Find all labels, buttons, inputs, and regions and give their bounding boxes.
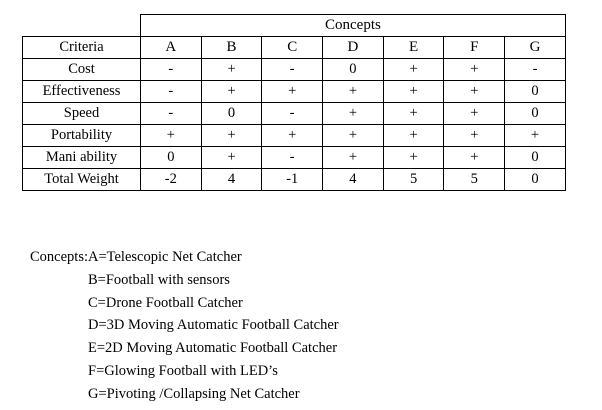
cell-speed-d: + xyxy=(322,102,384,125)
legend-item-b: B= Football with sensors xyxy=(30,269,339,292)
legend-item-d: D= 3D Moving Automatic Football Catcher xyxy=(30,314,339,337)
legend-text-b: Football with sensors xyxy=(105,271,230,288)
cell-cost-f: + xyxy=(443,58,506,81)
criterion-label-total-weight: Total Weight xyxy=(22,168,141,191)
table-row: Portability + + + + + + + xyxy=(22,124,566,147)
cell-cost-g: - xyxy=(504,58,566,81)
column-header-c: C xyxy=(261,36,324,59)
legend-key-a: A= xyxy=(88,249,107,265)
cell-mani-ability-f: + xyxy=(443,146,506,169)
cell-portability-g: + xyxy=(504,124,566,147)
cell-effectiveness-e: + xyxy=(382,80,445,103)
column-header-g: G xyxy=(504,36,566,59)
legend-key-f: F= xyxy=(88,362,105,379)
legend-text-e: 2D Moving Automatic Football Catcher xyxy=(105,340,338,357)
cell-total-weight-e: 5 xyxy=(382,168,445,191)
matrix-header: Concepts Criteria A B C D E F G xyxy=(22,14,566,59)
concept-selection-matrix: Concepts Criteria A B C D E F G Cost - +… xyxy=(22,14,566,191)
column-header-e: E xyxy=(382,36,445,59)
cell-speed-e: + xyxy=(382,102,445,125)
corner-blank-cell xyxy=(22,14,141,37)
cell-total-weight-a: -2 xyxy=(140,168,202,191)
legend-key-e: E= xyxy=(88,340,106,357)
legend-text-f: Glowing Football with LED’s xyxy=(104,362,278,379)
cell-effectiveness-f: + xyxy=(443,80,506,103)
table-row: Effectiveness - + + + + + 0 xyxy=(22,80,566,103)
cell-total-weight-f: 5 xyxy=(443,168,506,191)
table-row: Cost - + - 0 + + - xyxy=(22,58,566,81)
cell-portability-a: + xyxy=(140,124,202,147)
legend-lead-label: Concepts: xyxy=(30,249,88,265)
cell-speed-f: + xyxy=(443,102,506,125)
column-header-d: D xyxy=(322,36,384,59)
cell-effectiveness-d: + xyxy=(322,80,384,103)
criterion-label-speed: Speed xyxy=(22,102,141,125)
criterion-label-portability: Portability xyxy=(22,124,141,147)
legend-item-a: Concepts:A= Telescopic Net Catcher xyxy=(30,246,339,269)
criterion-label-mani-ability: Mani ability xyxy=(22,146,141,169)
legend-item-g: G=Pivoting /Collapsing Net Catcher xyxy=(30,383,339,406)
legend-text-d: 3D Moving Automatic Football Catcher xyxy=(106,317,339,334)
concepts-header-row: Concepts xyxy=(22,14,566,37)
cell-total-weight-d: 4 xyxy=(322,168,384,191)
cell-portability-b: + xyxy=(200,124,263,147)
column-header-b: B xyxy=(200,36,263,59)
decision-matrix-container: Concepts Criteria A B C D E F G Cost - +… xyxy=(22,14,566,191)
legend-key-c: C= xyxy=(88,294,106,311)
cell-portability-e: + xyxy=(382,124,445,147)
legend-key-g: G= xyxy=(88,385,107,402)
cell-mani-ability-d: + xyxy=(322,146,384,169)
cell-total-weight-b: 4 xyxy=(200,168,263,191)
legend-item-f: F= Glowing Football with LED’s xyxy=(30,360,339,383)
criteria-header-row: Criteria A B C D E F G xyxy=(22,36,566,59)
cell-cost-c: - xyxy=(261,58,324,81)
cell-speed-c: - xyxy=(261,102,324,125)
cell-mani-ability-b: + xyxy=(200,146,263,169)
column-header-f: F xyxy=(443,36,506,59)
cell-effectiveness-b: + xyxy=(200,80,263,103)
cell-effectiveness-a: - xyxy=(140,80,202,103)
cell-effectiveness-c: + xyxy=(261,80,324,103)
criteria-header-cell: Criteria xyxy=(22,36,141,59)
table-row: Mani ability 0 + - + + + 0 xyxy=(22,146,566,169)
table-row-total: Total Weight -2 4 -1 4 5 5 0 xyxy=(22,168,566,191)
cell-cost-e: + xyxy=(382,58,445,81)
table-row: Speed - 0 - + + + 0 xyxy=(22,102,566,125)
cell-total-weight-g: 0 xyxy=(504,168,566,191)
cell-mani-ability-e: + xyxy=(382,146,445,169)
legend-item-e: E= 2D Moving Automatic Football Catcher xyxy=(30,337,339,360)
cell-total-weight-c: -1 xyxy=(261,168,324,191)
cell-cost-b: + xyxy=(200,58,263,81)
legend-text-g: Pivoting /Collapsing Net Catcher xyxy=(106,385,300,402)
legend-key-b: B= xyxy=(88,271,106,288)
column-header-a: A xyxy=(140,36,202,59)
legend-item-c: C=Drone Football Catcher xyxy=(30,292,339,315)
cell-cost-a: - xyxy=(140,58,202,81)
matrix-body: Cost - + - 0 + + - Effectiveness - + + +… xyxy=(22,58,566,191)
legend-text-a: Telescopic Net Catcher xyxy=(106,249,242,265)
cell-effectiveness-g: 0 xyxy=(504,80,566,103)
concepts-header-cell: Concepts xyxy=(140,14,566,37)
cell-speed-b: 0 xyxy=(200,102,263,125)
cell-portability-c: + xyxy=(261,124,324,147)
cell-speed-g: 0 xyxy=(504,102,566,125)
cell-portability-f: + xyxy=(443,124,506,147)
cell-mani-ability-g: 0 xyxy=(504,146,566,169)
cell-portability-d: + xyxy=(322,124,384,147)
cell-mani-ability-a: 0 xyxy=(140,146,202,169)
cell-mani-ability-c: - xyxy=(261,146,324,169)
legend-text-c: Drone Football Catcher xyxy=(105,294,243,311)
cell-cost-d: 0 xyxy=(322,58,384,81)
concepts-legend: Concepts:A= Telescopic Net Catcher B= Fo… xyxy=(30,246,339,406)
legend-key-d: D= xyxy=(88,317,107,334)
criterion-label-cost: Cost xyxy=(22,58,141,81)
criterion-label-effectiveness: Effectiveness xyxy=(22,80,141,103)
cell-speed-a: - xyxy=(140,102,202,125)
